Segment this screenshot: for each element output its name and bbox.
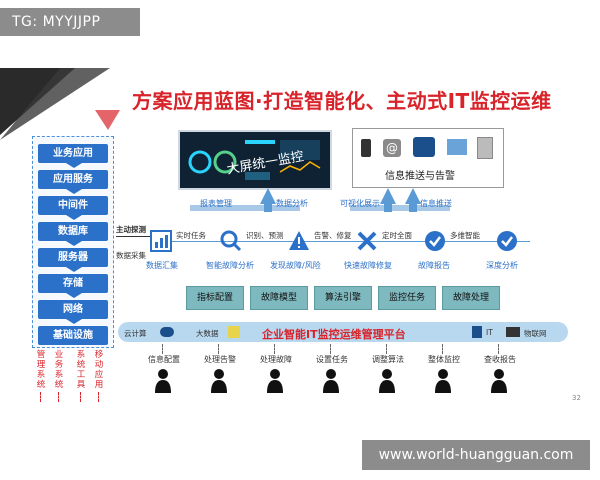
stack-item: 基础设施 <box>38 326 108 345</box>
stack-chevron <box>66 319 82 324</box>
role-line <box>330 344 331 354</box>
dashboard-graphics <box>188 140 321 180</box>
role-line <box>386 344 387 354</box>
person-icon <box>322 368 340 394</box>
bigdata-icon <box>228 326 240 338</box>
module-box: 故障模型 <box>250 286 308 310</box>
role-line <box>274 344 275 354</box>
module-box: 指标配置 <box>186 286 244 310</box>
side-column-label: 管理系统 <box>36 350 46 390</box>
flow-arrow-label: 告警、修复 <box>314 231 352 240</box>
side-column-line <box>40 392 41 402</box>
flow-label-visual: 可视化展示 <box>340 199 380 208</box>
chart-icon <box>150 230 172 252</box>
flow-arrow-label: 多维智能 <box>450 231 480 240</box>
alert-box: @ 信息推送与告警 <box>352 128 504 188</box>
side-column-label: 业务系统 <box>54 350 64 390</box>
slide-number: 32 <box>572 394 581 402</box>
flow-step-label: 深度分析 <box>486 261 518 270</box>
role-label: 处理故障 <box>260 355 292 364</box>
role-label: 调整算法 <box>372 355 404 364</box>
flow-label-push: 信息推送 <box>420 199 452 208</box>
check-icon <box>424 230 446 252</box>
role-label: 查收报告 <box>484 355 516 364</box>
side-column-line <box>98 392 99 402</box>
stack-item: 应用服务 <box>38 170 108 189</box>
flow-label-analysis: 数据分析 <box>276 199 308 208</box>
dashboard-screen: 大屏统一监控 <box>178 130 332 190</box>
platform-left-1: 大数据 <box>196 329 219 338</box>
side-column-label: 移动应用 <box>94 350 104 390</box>
platform-right-0: IT <box>486 328 493 337</box>
flow-step-label: 数据汇集 <box>146 261 178 270</box>
input-collect-label: 数据采集 <box>116 251 146 260</box>
iot-icon <box>506 327 520 337</box>
person-icon <box>378 368 396 394</box>
stack-item: 网络 <box>38 300 108 319</box>
person-icon <box>210 368 228 394</box>
person-icon <box>490 368 508 394</box>
corner-decoration <box>0 68 120 140</box>
flow-step-label: 发现故障/风险 <box>270 261 321 270</box>
stack-chevron <box>66 267 82 272</box>
input-arrow <box>116 236 150 237</box>
role-line <box>218 344 219 354</box>
role-label: 整体监控 <box>428 355 460 364</box>
side-column-line <box>58 392 59 402</box>
role-label: 信息配置 <box>148 355 180 364</box>
stack-item: 数据库 <box>38 222 108 241</box>
stack-item: 服务器 <box>38 248 108 267</box>
flow-label-report: 报表管理 <box>200 199 232 208</box>
platform-left-0: 云计算 <box>124 329 147 338</box>
platform-title: 企业智能IT监控运维管理平台 <box>262 328 406 341</box>
flow-arrow-label: 实时任务 <box>176 231 206 240</box>
role-line <box>442 344 443 354</box>
flow-step-label: 故障报告 <box>418 261 450 270</box>
cloud-icon <box>160 327 174 337</box>
server-icon <box>477 137 493 159</box>
module-box: 监控任务 <box>378 286 436 310</box>
stack-chevron <box>66 189 82 194</box>
watermark: www.world-huangguan.com <box>362 440 590 470</box>
stack-item: 业务应用 <box>38 144 108 163</box>
role-line <box>498 344 499 354</box>
stack-item: 存储 <box>38 274 108 293</box>
person-icon <box>154 368 172 394</box>
platform-right-1: 物联网 <box>524 329 547 338</box>
tg-tag: TG: MYYJJPP <box>0 8 140 36</box>
stack-chevron <box>66 293 82 298</box>
computer-icon <box>447 139 467 155</box>
role-label: 设置任务 <box>316 355 348 364</box>
phone-icon <box>361 139 371 157</box>
role-line <box>162 344 163 354</box>
flow-step-label: 智能故障分析 <box>206 261 254 270</box>
stack-chevron <box>66 215 82 220</box>
flow-line <box>150 241 530 242</box>
module-box: 算法引擎 <box>314 286 372 310</box>
it-icon <box>472 326 482 338</box>
monitor-icon <box>413 137 435 157</box>
stack-chevron <box>66 241 82 246</box>
flow-step-label: 快速故障修复 <box>344 261 392 270</box>
email-icon: @ <box>383 139 401 157</box>
flow-arrow-label: 定时全面 <box>382 231 412 240</box>
side-column-label: 系统工具 <box>76 350 86 390</box>
side-column-line <box>80 392 81 402</box>
alert-caption: 信息推送与告警 <box>385 171 455 182</box>
wrench-icon <box>356 230 378 252</box>
page-title: 方案应用蓝图·打造智能化、主动式IT监控运维 <box>132 89 552 113</box>
flow-arrow-label: 识别、预测 <box>246 231 284 240</box>
input-active-label: 主动探测 <box>116 225 146 234</box>
role-label: 处理告警 <box>204 355 236 364</box>
module-box: 故障处理 <box>442 286 500 310</box>
top-arrows <box>190 188 450 212</box>
magnifier-icon <box>220 230 242 252</box>
stack-item: 中间件 <box>38 196 108 215</box>
person-icon <box>266 368 284 394</box>
stack-chevron <box>66 163 82 168</box>
warning-icon <box>288 230 310 252</box>
check-icon <box>496 230 518 252</box>
person-icon <box>434 368 452 394</box>
